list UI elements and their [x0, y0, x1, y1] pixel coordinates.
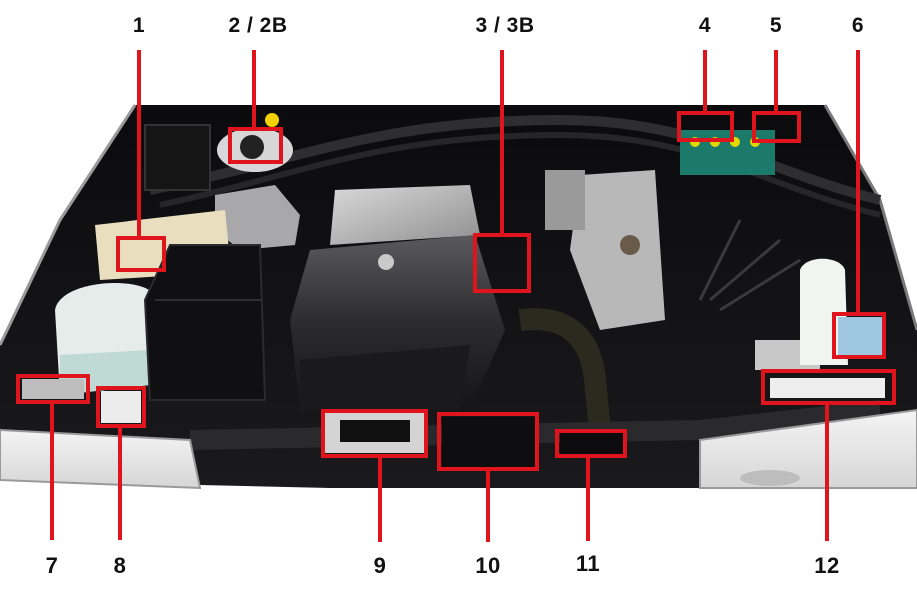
callout-label: 12	[814, 553, 840, 578]
callout-box	[16, 374, 90, 404]
callout-line	[586, 456, 590, 541]
callout-box	[677, 111, 734, 142]
callout-line	[856, 50, 860, 314]
callout-label: 11	[575, 551, 601, 576]
callout-line	[500, 50, 504, 235]
callout-label: 2 / 2B	[228, 14, 288, 37]
callout-box	[96, 386, 146, 428]
callout-box	[832, 312, 886, 359]
callout-label: 4	[698, 14, 712, 37]
callout-box	[321, 409, 428, 458]
callout-box	[761, 369, 896, 405]
callout-line	[774, 50, 778, 113]
callout-box	[228, 127, 283, 164]
callout-label: 1	[132, 14, 146, 37]
callout-line	[486, 469, 490, 542]
callout-label: 7	[45, 553, 59, 578]
callout-line	[252, 50, 256, 129]
callout-box	[116, 236, 166, 272]
callout-line	[825, 403, 829, 541]
callout-label: 8	[113, 553, 127, 578]
callout-box	[437, 412, 539, 471]
callout-line	[118, 426, 122, 540]
callout-label: 10	[475, 553, 501, 578]
callout-box	[555, 429, 627, 458]
callout-line	[703, 50, 707, 113]
callout-label: 3 / 3B	[475, 14, 535, 37]
callout-label: 6	[851, 14, 865, 37]
callout-label: 5	[769, 14, 783, 37]
callout-line	[50, 402, 54, 540]
callout-box	[473, 233, 531, 293]
callout-box	[752, 111, 801, 143]
callout-label: 9	[373, 553, 387, 578]
callout-line	[137, 50, 141, 238]
callout-line	[378, 456, 382, 542]
